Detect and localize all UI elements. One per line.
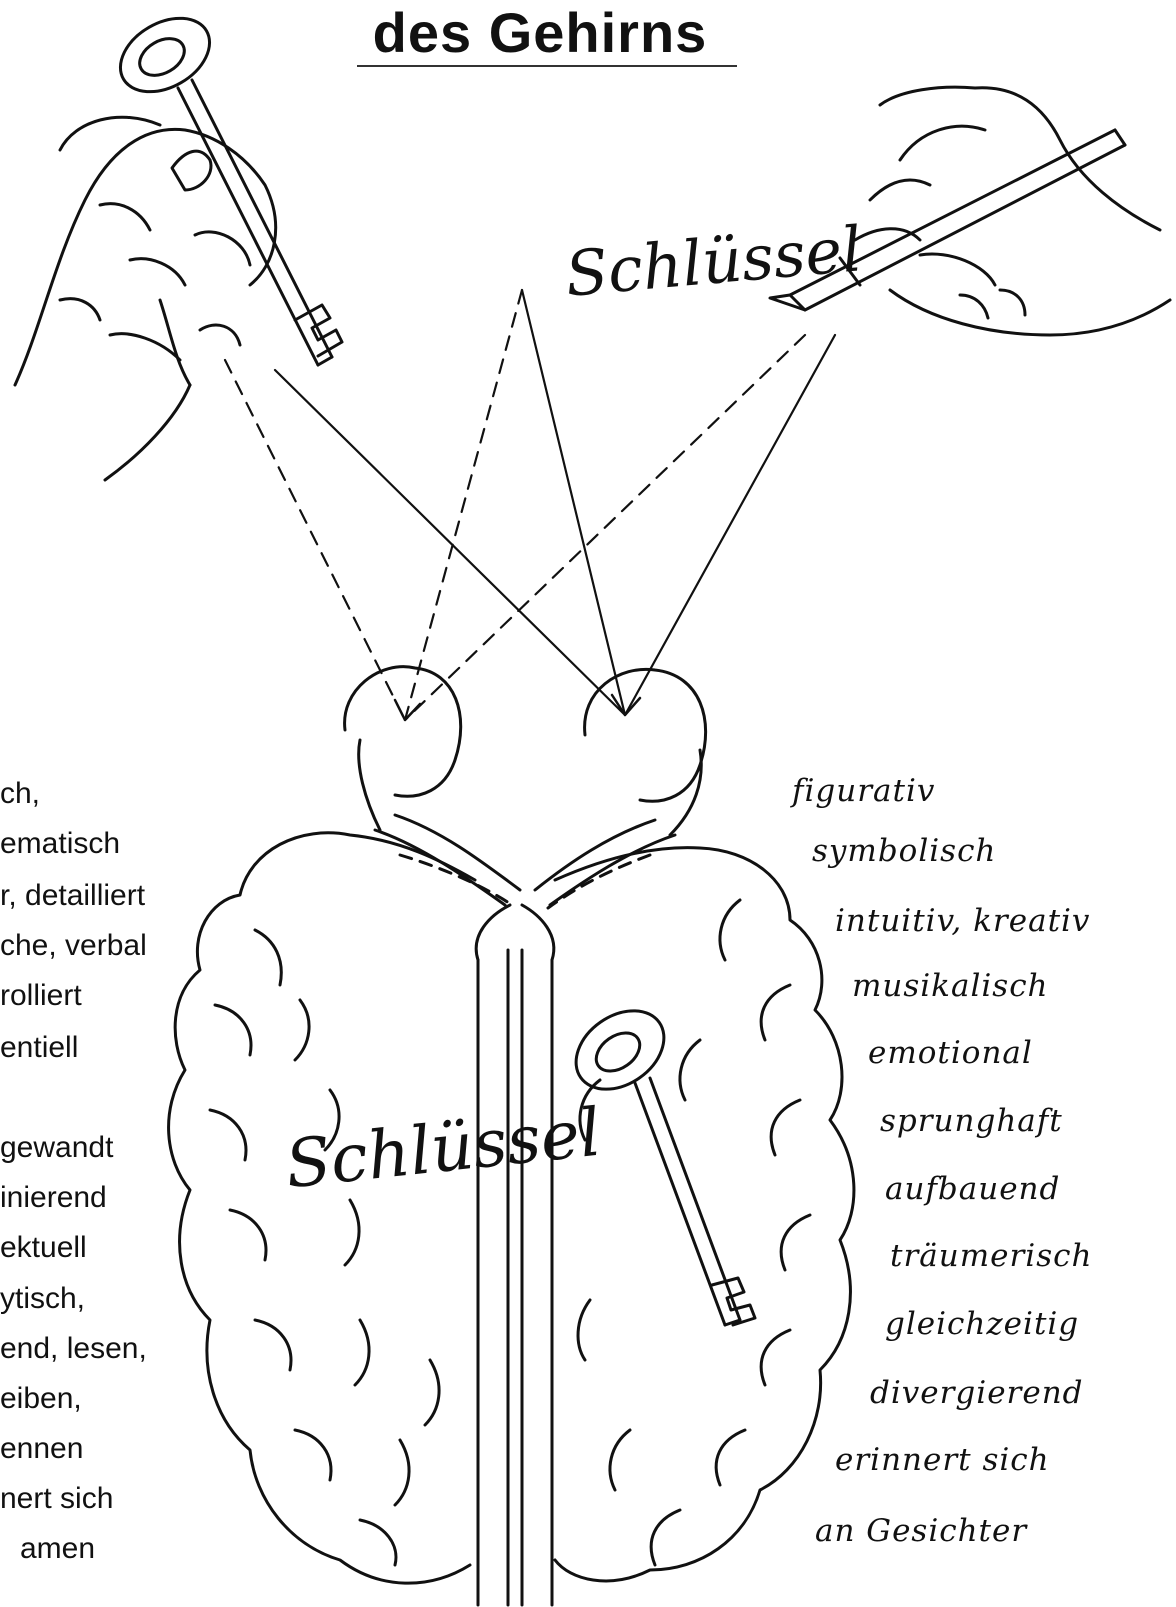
left-word: ennen (0, 1433, 83, 1465)
left-word: rolliert (0, 980, 82, 1012)
right-word: aufbauend (885, 1173, 1060, 1205)
solid-sight-lines (275, 290, 835, 715)
right-word: sprunghaft (880, 1105, 1063, 1137)
right-word: emotional (868, 1037, 1033, 1069)
left-word: amen (0, 1533, 95, 1565)
hand-writing-pencil-icon (770, 87, 1170, 335)
right-word: intuitiv, kreativ (835, 905, 1090, 937)
right-word: figurativ (792, 775, 935, 807)
key-icon-upper (107, 3, 342, 365)
left-word: ytisch, (0, 1283, 85, 1315)
right-word: divergierend (870, 1377, 1084, 1409)
left-word: r, detailliert (0, 880, 145, 912)
left-word: end, lesen, (0, 1333, 147, 1365)
right-word: musikalisch (852, 970, 1049, 1002)
left-word: nert sich (0, 1483, 113, 1515)
left-word: gewandt (0, 1132, 113, 1164)
right-word: gleichzeitig (885, 1308, 1079, 1340)
left-word: che, verbal (0, 930, 147, 962)
left-word: ematisch (0, 828, 120, 860)
left-word: ch, (0, 778, 40, 810)
right-word: träumerisch (890, 1240, 1092, 1272)
left-word: entiell (0, 1032, 78, 1064)
right-word: erinnert sich (835, 1444, 1050, 1476)
left-word: eiben, (0, 1383, 82, 1415)
right-word: an Gesichter (815, 1515, 1027, 1547)
right-word: symbolisch (812, 835, 996, 867)
arrow-heads (395, 695, 640, 720)
hand-holding-key-icon (15, 117, 276, 480)
left-word: ektuell (0, 1232, 87, 1264)
left-word: inierend (0, 1182, 107, 1214)
